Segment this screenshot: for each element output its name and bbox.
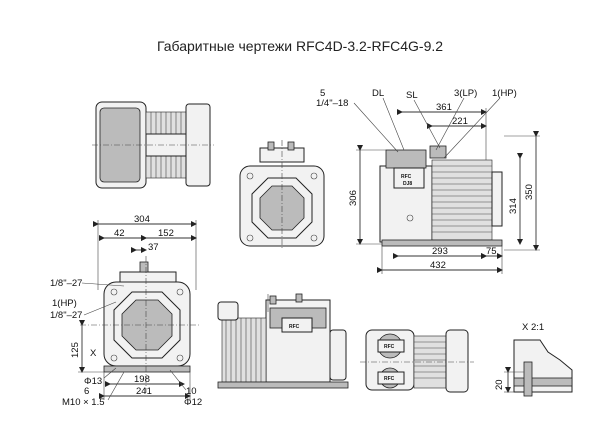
callout-phi12: Φ12	[184, 397, 202, 408]
top-plate-label-2: RFC	[384, 376, 395, 382]
plan-view	[92, 101, 214, 189]
callout-5: 5	[320, 88, 325, 99]
dim-314: 314	[508, 198, 519, 214]
callout-x: X	[90, 348, 97, 359]
detail-view: X 2:1 20	[494, 322, 573, 397]
dim-306: 306	[348, 190, 359, 206]
end-view	[239, 140, 325, 250]
dim-198: 198	[134, 374, 150, 385]
dim-304: 304	[134, 214, 150, 225]
top-view: RFC RFC	[360, 329, 474, 393]
dim-432: 432	[430, 260, 446, 271]
callout-1-4-18: 1/4"–18	[316, 98, 348, 109]
callout-3-lp: 3(LP)	[454, 88, 477, 99]
dim-361: 361	[436, 102, 452, 113]
callout-m10: M10 × 1.5	[62, 397, 105, 408]
callout-10: 10	[186, 386, 197, 397]
front-view: 304 42 152 37 125 X 198 241 1/8"–27 1(HP…	[50, 214, 202, 408]
dim-152: 152	[158, 228, 174, 239]
dim-37: 37	[148, 242, 159, 253]
callout-1-hp: 1(HP)	[492, 88, 517, 99]
side-plate-label: RFC	[401, 174, 412, 180]
callout-1-8-27-a: 1/8"–27	[50, 278, 82, 289]
detail-dim-20: 20	[494, 379, 505, 390]
callout-dl: DL	[372, 88, 384, 99]
dim-75: 75	[486, 246, 497, 257]
callout-phi13: Φ13	[84, 376, 102, 387]
detail-label: X 2:1	[522, 322, 544, 333]
callout-1-8-27-b: 1/8"–27	[50, 310, 82, 321]
dim-293: 293	[432, 246, 448, 257]
dim-350: 350	[524, 184, 535, 200]
side-view: RFC DJ8 306 314 350 361 221	[316, 88, 540, 274]
dim-125: 125	[70, 342, 81, 358]
iso-view: RFC	[217, 293, 349, 389]
callout-6: 6	[84, 386, 89, 397]
dim-221: 221	[452, 116, 468, 127]
dim-241: 241	[136, 386, 152, 397]
dim-42: 42	[114, 228, 125, 239]
callout-1-hp-front: 1(HP)	[52, 298, 77, 309]
callout-sl: SL	[406, 90, 418, 101]
page-title: Габаритные чертежи RFC4D-3.2-RFC4G-9.2	[156, 38, 444, 54]
iso-plate-label: RFC	[289, 324, 300, 330]
top-plate-label: RFC	[384, 344, 395, 350]
side-plate-sub: DJ8	[403, 181, 412, 187]
